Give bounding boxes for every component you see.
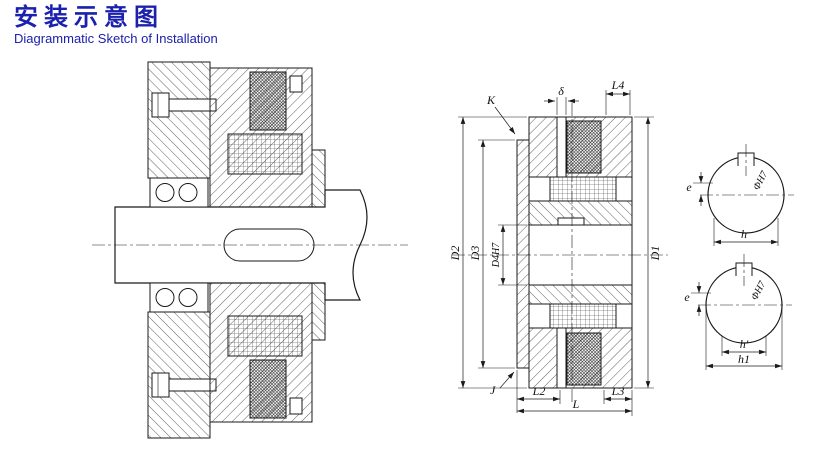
dim-label-delta: δ xyxy=(558,84,564,98)
armature-winding-lower xyxy=(249,359,287,419)
bore-detail-top: ΦH7 e h xyxy=(686,144,794,246)
screw-upper xyxy=(289,75,303,93)
armature-winding-upper xyxy=(249,71,287,131)
mounting-flange xyxy=(516,139,530,369)
end-plate-upper xyxy=(147,61,211,179)
page-title: 安装示意图 xyxy=(14,3,164,31)
coil-upper xyxy=(549,176,617,202)
dim-label-d1: D1 xyxy=(648,246,662,262)
coil-lower xyxy=(549,303,617,329)
dim-label-e-top: e xyxy=(686,180,692,194)
bearing-ball xyxy=(155,183,175,202)
dim-label-l3: L3 xyxy=(611,384,625,398)
dim-label-d3: D3 xyxy=(468,246,482,262)
bore-keyway xyxy=(557,217,585,226)
page-subtitle: Diagrammatic Sketch of Installation xyxy=(14,31,218,47)
keyway-cutout xyxy=(736,262,752,276)
dim-label-k: K xyxy=(486,93,496,107)
dim-label-h: h xyxy=(741,227,747,241)
dim-label-d2: D2 xyxy=(448,246,462,262)
keyway-cutout xyxy=(738,152,754,166)
winding-upper xyxy=(566,120,602,174)
dim-label-j: J xyxy=(490,383,496,397)
screw-lower xyxy=(289,397,303,415)
dim-label-l: L xyxy=(572,397,580,411)
magnet-coil-upper xyxy=(227,133,303,175)
bearing-ball xyxy=(155,288,175,307)
bore-detail-bottom: ΦH7 e h' h1 xyxy=(684,254,792,370)
left-assembly-view xyxy=(92,61,408,439)
header: 安装示意图 Diagrammatic Sketch of Installatio… xyxy=(14,3,218,47)
air-gap-lower xyxy=(556,327,567,389)
bolt-head-lower xyxy=(151,372,170,398)
dim-label-e-bottom: e xyxy=(684,290,690,304)
bolt-head-upper xyxy=(151,92,170,118)
hub-lower xyxy=(311,282,326,341)
bearing-ball xyxy=(178,183,198,202)
leader-j xyxy=(499,371,515,389)
winding-lower xyxy=(566,332,602,386)
dim-label-l4: L4 xyxy=(611,78,625,92)
air-gap-upper xyxy=(556,116,567,178)
hub-upper xyxy=(311,149,326,208)
section-view: D2 D3 D4H7 D1 K δ xyxy=(448,78,668,416)
dim-label-h-prime: h' xyxy=(740,337,749,351)
hub-section-lower xyxy=(528,284,633,305)
leader-k xyxy=(494,106,516,135)
bearing-ball xyxy=(178,288,198,307)
bolt-shank-lower xyxy=(168,378,217,392)
magnet-coil-lower xyxy=(227,315,303,357)
dim-label-l2: L2 xyxy=(532,384,546,398)
dim-label-h1: h1 xyxy=(738,352,750,366)
dim-label-d4h7: D4H7 xyxy=(491,242,502,268)
bolt-shank-upper xyxy=(168,98,217,112)
